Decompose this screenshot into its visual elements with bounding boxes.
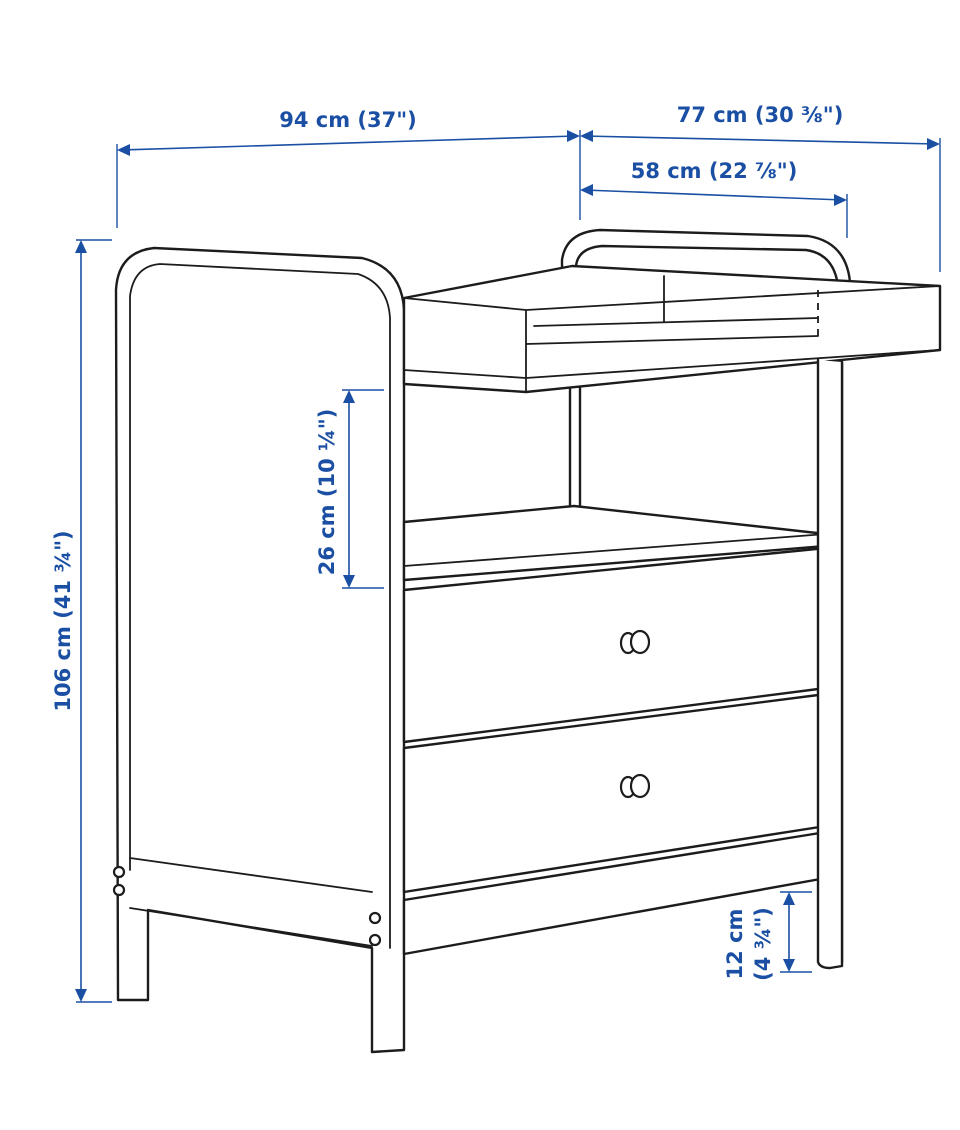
- width-total-dimension: 94 cm (37"): [116, 108, 581, 228]
- height-total-dimension: 106 cm (41 ¾"): [51, 239, 112, 1003]
- height-total-label: 106 cm (41 ¾"): [51, 530, 75, 711]
- shelf-front-edge: [403, 533, 827, 567]
- left-bolt-4: [368, 933, 382, 947]
- width-total-label: 94 cm (37"): [279, 108, 417, 132]
- left-bolt-1: [112, 865, 126, 879]
- tray-front-lip: [525, 349, 941, 379]
- depth-top-label: 58 cm (22 ⅞"): [631, 159, 798, 183]
- back-left-post: [568, 378, 582, 510]
- shelf-opening-label: 26 cm (10 ¼"): [315, 409, 339, 576]
- changing-table-drawing: [112, 228, 942, 1054]
- dimension-annotations: 94 cm (37") 77 cm (30 ⅜") 58 cm (22 ⅞") …: [51, 103, 941, 1003]
- leg-clearance-dimension: 12 cm (4 ¾"): [723, 891, 812, 981]
- changing-top-tray: [402, 264, 942, 394]
- depth-total-dimension: 77 cm (30 ⅜"): [580, 103, 941, 272]
- leg-clearance-cm-label: 12 cm: [723, 909, 747, 980]
- tray-floor-left: [403, 369, 527, 379]
- left-legs: [147, 909, 373, 1053]
- left-side-panel: [114, 246, 406, 1054]
- left-panel-inner-edge: [129, 263, 391, 949]
- tray-floor: [525, 317, 819, 345]
- left-bottom-rail: [129, 857, 373, 947]
- left-bolt-3: [368, 911, 382, 925]
- lower-drawer-knob: [619, 773, 651, 799]
- depth-top-dimension: 58 cm (22 ⅞"): [580, 159, 848, 238]
- right-front-post: [816, 358, 844, 970]
- leg-clearance-in-label: (4 ¾"): [751, 907, 775, 981]
- shelf-opening-dimension: 26 cm (10 ¼"): [315, 389, 384, 589]
- depth-total-label: 77 cm (30 ⅜"): [677, 103, 844, 127]
- upper-drawer-knob: [619, 629, 651, 655]
- left-bolt-2: [112, 883, 126, 897]
